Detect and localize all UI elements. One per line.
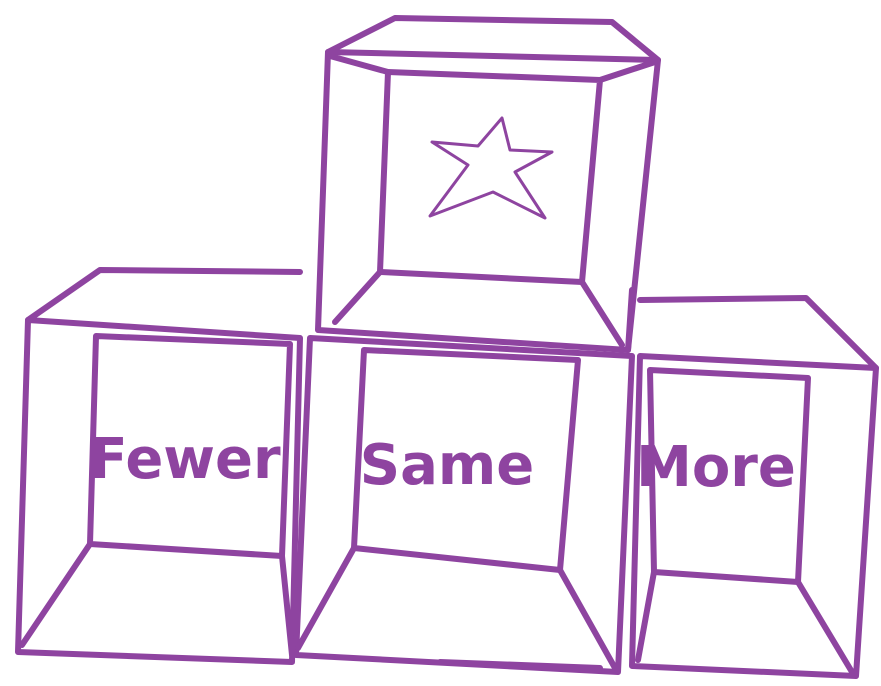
box-same: Same	[296, 338, 632, 672]
star-icon	[430, 118, 552, 218]
top-box	[318, 18, 658, 350]
box-same-base	[440, 662, 600, 668]
box-more: More	[628, 290, 876, 676]
top-box-inner	[380, 72, 600, 282]
box-same-outer	[296, 338, 632, 672]
box-fewer-label: Fewer	[89, 427, 281, 492]
box-more-rim-side	[628, 290, 632, 350]
box-more-label: More	[636, 435, 796, 500]
box-same-edges	[298, 548, 615, 668]
top-box-outer	[318, 52, 658, 350]
box-fewer: Fewer	[18, 270, 300, 662]
box-fewer-rim	[28, 270, 300, 320]
box-same-label: Same	[360, 433, 534, 498]
box-fewer-edges	[22, 544, 292, 655]
top-box-edges	[330, 56, 655, 345]
box-more-edges	[638, 572, 852, 672]
box-more-outer	[632, 356, 876, 676]
